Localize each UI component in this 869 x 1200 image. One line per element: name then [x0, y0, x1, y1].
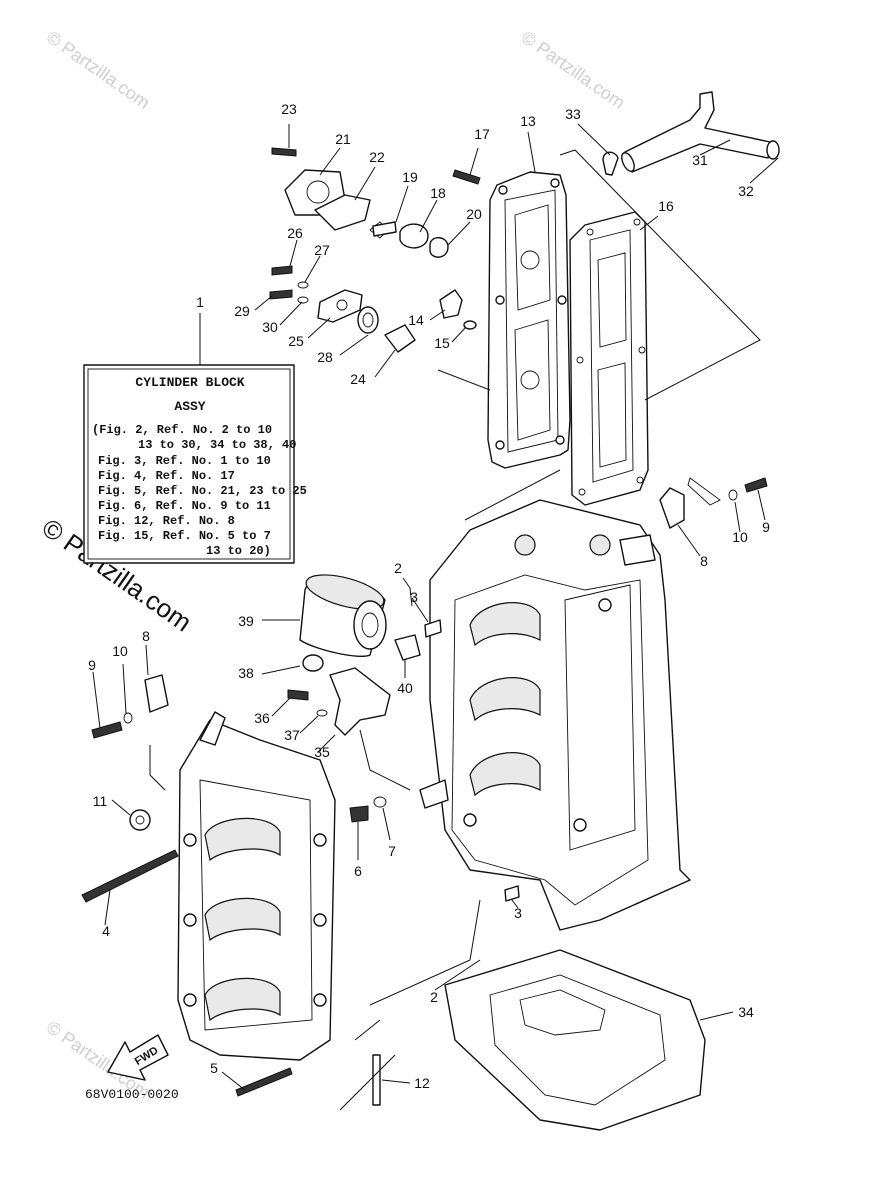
callout-5: 5 — [210, 1060, 218, 1076]
small-parts-group — [269, 147, 481, 353]
hose-part — [602, 91, 780, 176]
callout-9: 9 — [88, 657, 96, 673]
diagram-code: 68V0100-0020 — [85, 1087, 179, 1102]
callout-9-right: 9 — [762, 519, 770, 535]
legend-line: Fig. 4, Ref. No. 17 — [98, 469, 235, 483]
lower-gasket-part — [444, 949, 706, 1131]
callout-24: 24 — [350, 371, 366, 387]
legend-line: (Fig. 2, Ref. No. 2 to 10 — [92, 423, 272, 437]
callout-33: 33 — [565, 106, 581, 122]
gasket-part — [569, 211, 649, 506]
callout-8: 8 — [142, 628, 150, 644]
plate-group — [91, 477, 768, 739]
callout-6: 6 — [354, 863, 362, 879]
crankcase-part — [177, 711, 336, 1061]
callout-2: 2 — [394, 560, 402, 576]
oil-filter-part — [299, 574, 387, 657]
legend-title: CYLINDER BLOCK — [135, 375, 244, 390]
callout-18: 18 — [430, 185, 446, 201]
callout-25: 25 — [288, 333, 304, 349]
callout-31: 31 — [692, 152, 708, 168]
legend-line: Fig. 6, Ref. No. 9 to 11 — [98, 499, 271, 513]
callout-labels: 1 2 2 3 3 4 5 6 7 8 8 9 9 10 10 11 12 13… — [88, 101, 770, 1091]
callout-22: 22 — [369, 149, 385, 165]
legend-box: CYLINDER BLOCK ASSY (Fig. 2, Ref. No. 2 … — [83, 364, 307, 564]
callout-16: 16 — [658, 198, 674, 214]
fwd-arrow-icon: FWD — [107, 1034, 169, 1081]
legend-subtitle: ASSY — [174, 399, 205, 414]
callout-10: 10 — [112, 643, 128, 659]
cylinder-block-part — [419, 499, 691, 931]
callout-10-right: 10 — [732, 529, 748, 545]
callout-4: 4 — [102, 923, 110, 939]
bracket-group — [287, 634, 421, 736]
callout-3-lower: 3 — [514, 905, 522, 921]
callout-40: 40 — [397, 680, 413, 696]
fasteners-group — [81, 619, 520, 1106]
thermostat-group — [284, 169, 449, 258]
callout-23: 23 — [281, 101, 297, 117]
callout-8-right: 8 — [700, 553, 708, 569]
callout-19: 19 — [402, 169, 418, 185]
callout-37: 37 — [284, 727, 300, 743]
legend-line: Fig. 5, Ref. No. 21, 23 to 25 — [98, 484, 307, 498]
callout-36: 36 — [254, 710, 270, 726]
callout-39: 39 — [238, 613, 254, 629]
callout-12: 12 — [414, 1075, 430, 1091]
legend-line: Fig. 12, Ref. No. 8 — [98, 514, 235, 528]
callout-20: 20 — [466, 206, 482, 222]
callout-7: 7 — [388, 843, 396, 859]
callout-35: 35 — [314, 744, 330, 760]
callout-leaders — [92, 123, 779, 1091]
callout-27: 27 — [314, 242, 330, 258]
callout-13: 13 — [520, 113, 536, 129]
guide-lines — [149, 149, 761, 1111]
watermark: © Partzilla.com — [518, 27, 629, 113]
callout-14: 14 — [408, 312, 424, 328]
exhaust-cover-part — [487, 171, 571, 469]
callout-2-lower: 2 — [430, 989, 438, 1005]
legend-line: 13 to 30, 34 to 38, 40 — [138, 438, 296, 452]
legend-line: Fig. 15, Ref. No. 5 to 7 — [98, 529, 271, 543]
callout-11: 11 — [93, 793, 108, 809]
watermark: © Partzilla.com — [43, 27, 154, 113]
callout-28: 28 — [317, 349, 333, 365]
callout-17: 17 — [474, 126, 490, 142]
callout-26: 26 — [287, 225, 303, 241]
callout-1: 1 — [196, 294, 204, 310]
callout-32: 32 — [738, 183, 754, 199]
callout-3: 3 — [410, 589, 418, 605]
callout-30: 30 — [262, 319, 278, 335]
callout-21: 21 — [335, 131, 351, 147]
callout-29: 29 — [234, 303, 250, 319]
callout-34: 34 — [738, 1004, 754, 1020]
legend-line: 13 to 20) — [206, 544, 271, 558]
legend-line: Fig. 3, Ref. No. 1 to 10 — [98, 454, 271, 468]
callout-38: 38 — [238, 665, 254, 681]
callout-15: 15 — [434, 335, 450, 351]
